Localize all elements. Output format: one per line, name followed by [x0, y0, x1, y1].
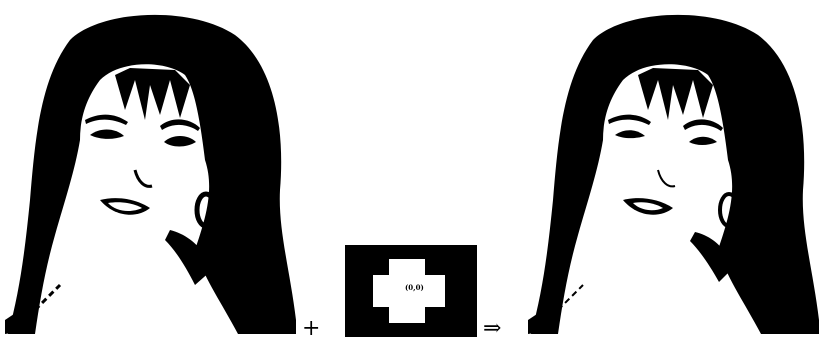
output-binary-image — [523, 0, 823, 341]
origin-label: (0,0) — [405, 283, 424, 292]
input-binary-image — [0, 0, 300, 341]
binary-portrait-icon — [5, 15, 296, 334]
plus-operator: + — [302, 318, 320, 340]
binary-portrait-icon — [528, 15, 819, 334]
implies-arrow: ⇒ — [483, 318, 501, 340]
